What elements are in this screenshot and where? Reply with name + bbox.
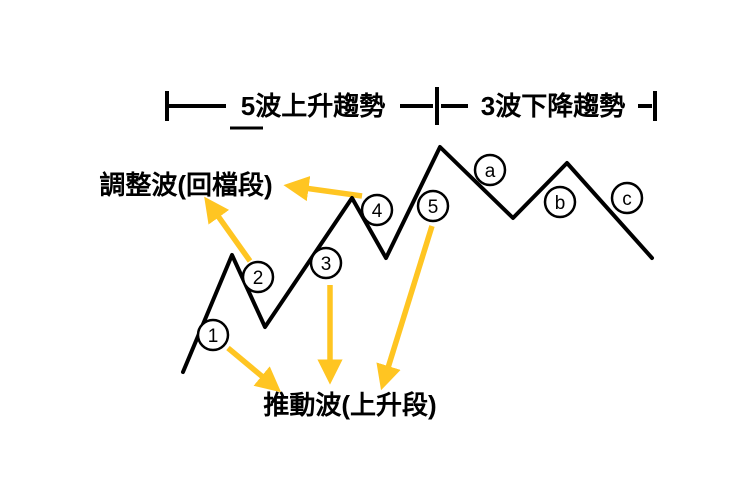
wave-2-circle xyxy=(241,260,275,294)
wave-4-label: 4 xyxy=(372,201,383,222)
wave-3-circle xyxy=(309,246,343,280)
wave-circle-5: 5 xyxy=(416,189,450,223)
wave-markers: 1 2 3 4 5 a b xyxy=(196,153,644,352)
wave-1-label: 1 xyxy=(208,326,219,347)
wave-b-label: b xyxy=(555,193,566,214)
wave-2-label: 2 xyxy=(253,268,264,289)
wave-c-circle xyxy=(610,181,644,215)
wave-5-label: 5 xyxy=(428,197,439,218)
arrow-wave1-to-impulse xyxy=(226,345,282,393)
corrective-wave-label: 調整波(回檔段) xyxy=(99,170,272,200)
wave-circle-2: 2 xyxy=(241,260,275,294)
wave-circle-1: 1 xyxy=(196,318,230,352)
wave-circle-b: b xyxy=(543,185,577,219)
wave-5-circle xyxy=(416,189,450,223)
trend-brackets: 5波上升趨勢 3波下降趨勢 xyxy=(165,87,657,130)
wave-3-label: 3 xyxy=(321,254,332,275)
annotation-arrows xyxy=(204,176,435,393)
arrow-wave4-to-corrective xyxy=(283,176,363,202)
uptrend-label: 5波上升趨勢 xyxy=(241,91,385,121)
wave-circle-4: 4 xyxy=(360,193,394,227)
downtrend-label: 3波下降趨勢 xyxy=(481,91,625,121)
impulse-wave-label: 推動波(上升段) xyxy=(263,390,436,420)
wave-circle-3: 3 xyxy=(309,246,343,280)
wave-a-label: a xyxy=(485,161,496,182)
wave-a-circle xyxy=(473,153,507,187)
arrow-wave2-to-corrective xyxy=(204,196,253,263)
wave-c-label: c xyxy=(622,189,632,210)
wave-1-circle xyxy=(196,318,230,352)
wave-circle-c: c xyxy=(610,181,644,215)
wave-4-circle xyxy=(360,193,394,227)
wave-b-circle xyxy=(543,185,577,219)
wave-circle-a: a xyxy=(473,153,507,187)
arrow-wave5-to-impulse xyxy=(376,225,435,391)
